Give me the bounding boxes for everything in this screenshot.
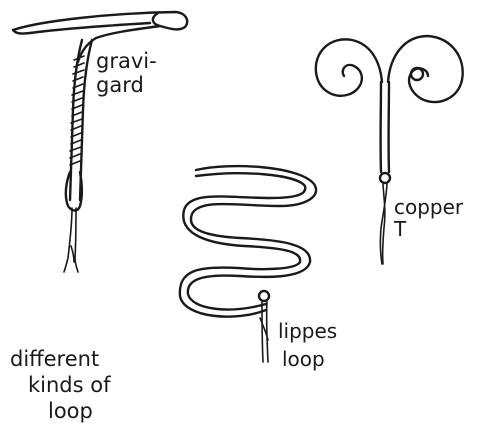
copper-t-threads [380, 184, 387, 264]
copper-t-bead [380, 173, 390, 183]
copper-t-right-arm [388, 36, 463, 102]
copper-t-label-line2: T [393, 217, 407, 241]
copper-t-device [316, 36, 463, 264]
lippes-loop-label-line1: lippes [278, 319, 337, 343]
lippes-loop-coil-inner [180, 173, 305, 316]
copper-t-label-line1: copper [394, 195, 464, 219]
copper-t-left-arm [316, 39, 382, 95]
lippes-loop-end [259, 291, 269, 301]
caption-line3: loop [48, 399, 93, 423]
lippes-loop-label-line2: loop [282, 347, 325, 371]
gravigard-bar-tip [153, 13, 160, 26]
gravigard-label-line2: gard [96, 73, 144, 97]
gravigard-label-line1: gravi- [96, 49, 157, 73]
gravigard-threads [64, 208, 78, 272]
caption-line1: different [10, 347, 99, 371]
caption-line2: kinds of [28, 373, 111, 397]
lippes-loop-coil [188, 166, 316, 309]
